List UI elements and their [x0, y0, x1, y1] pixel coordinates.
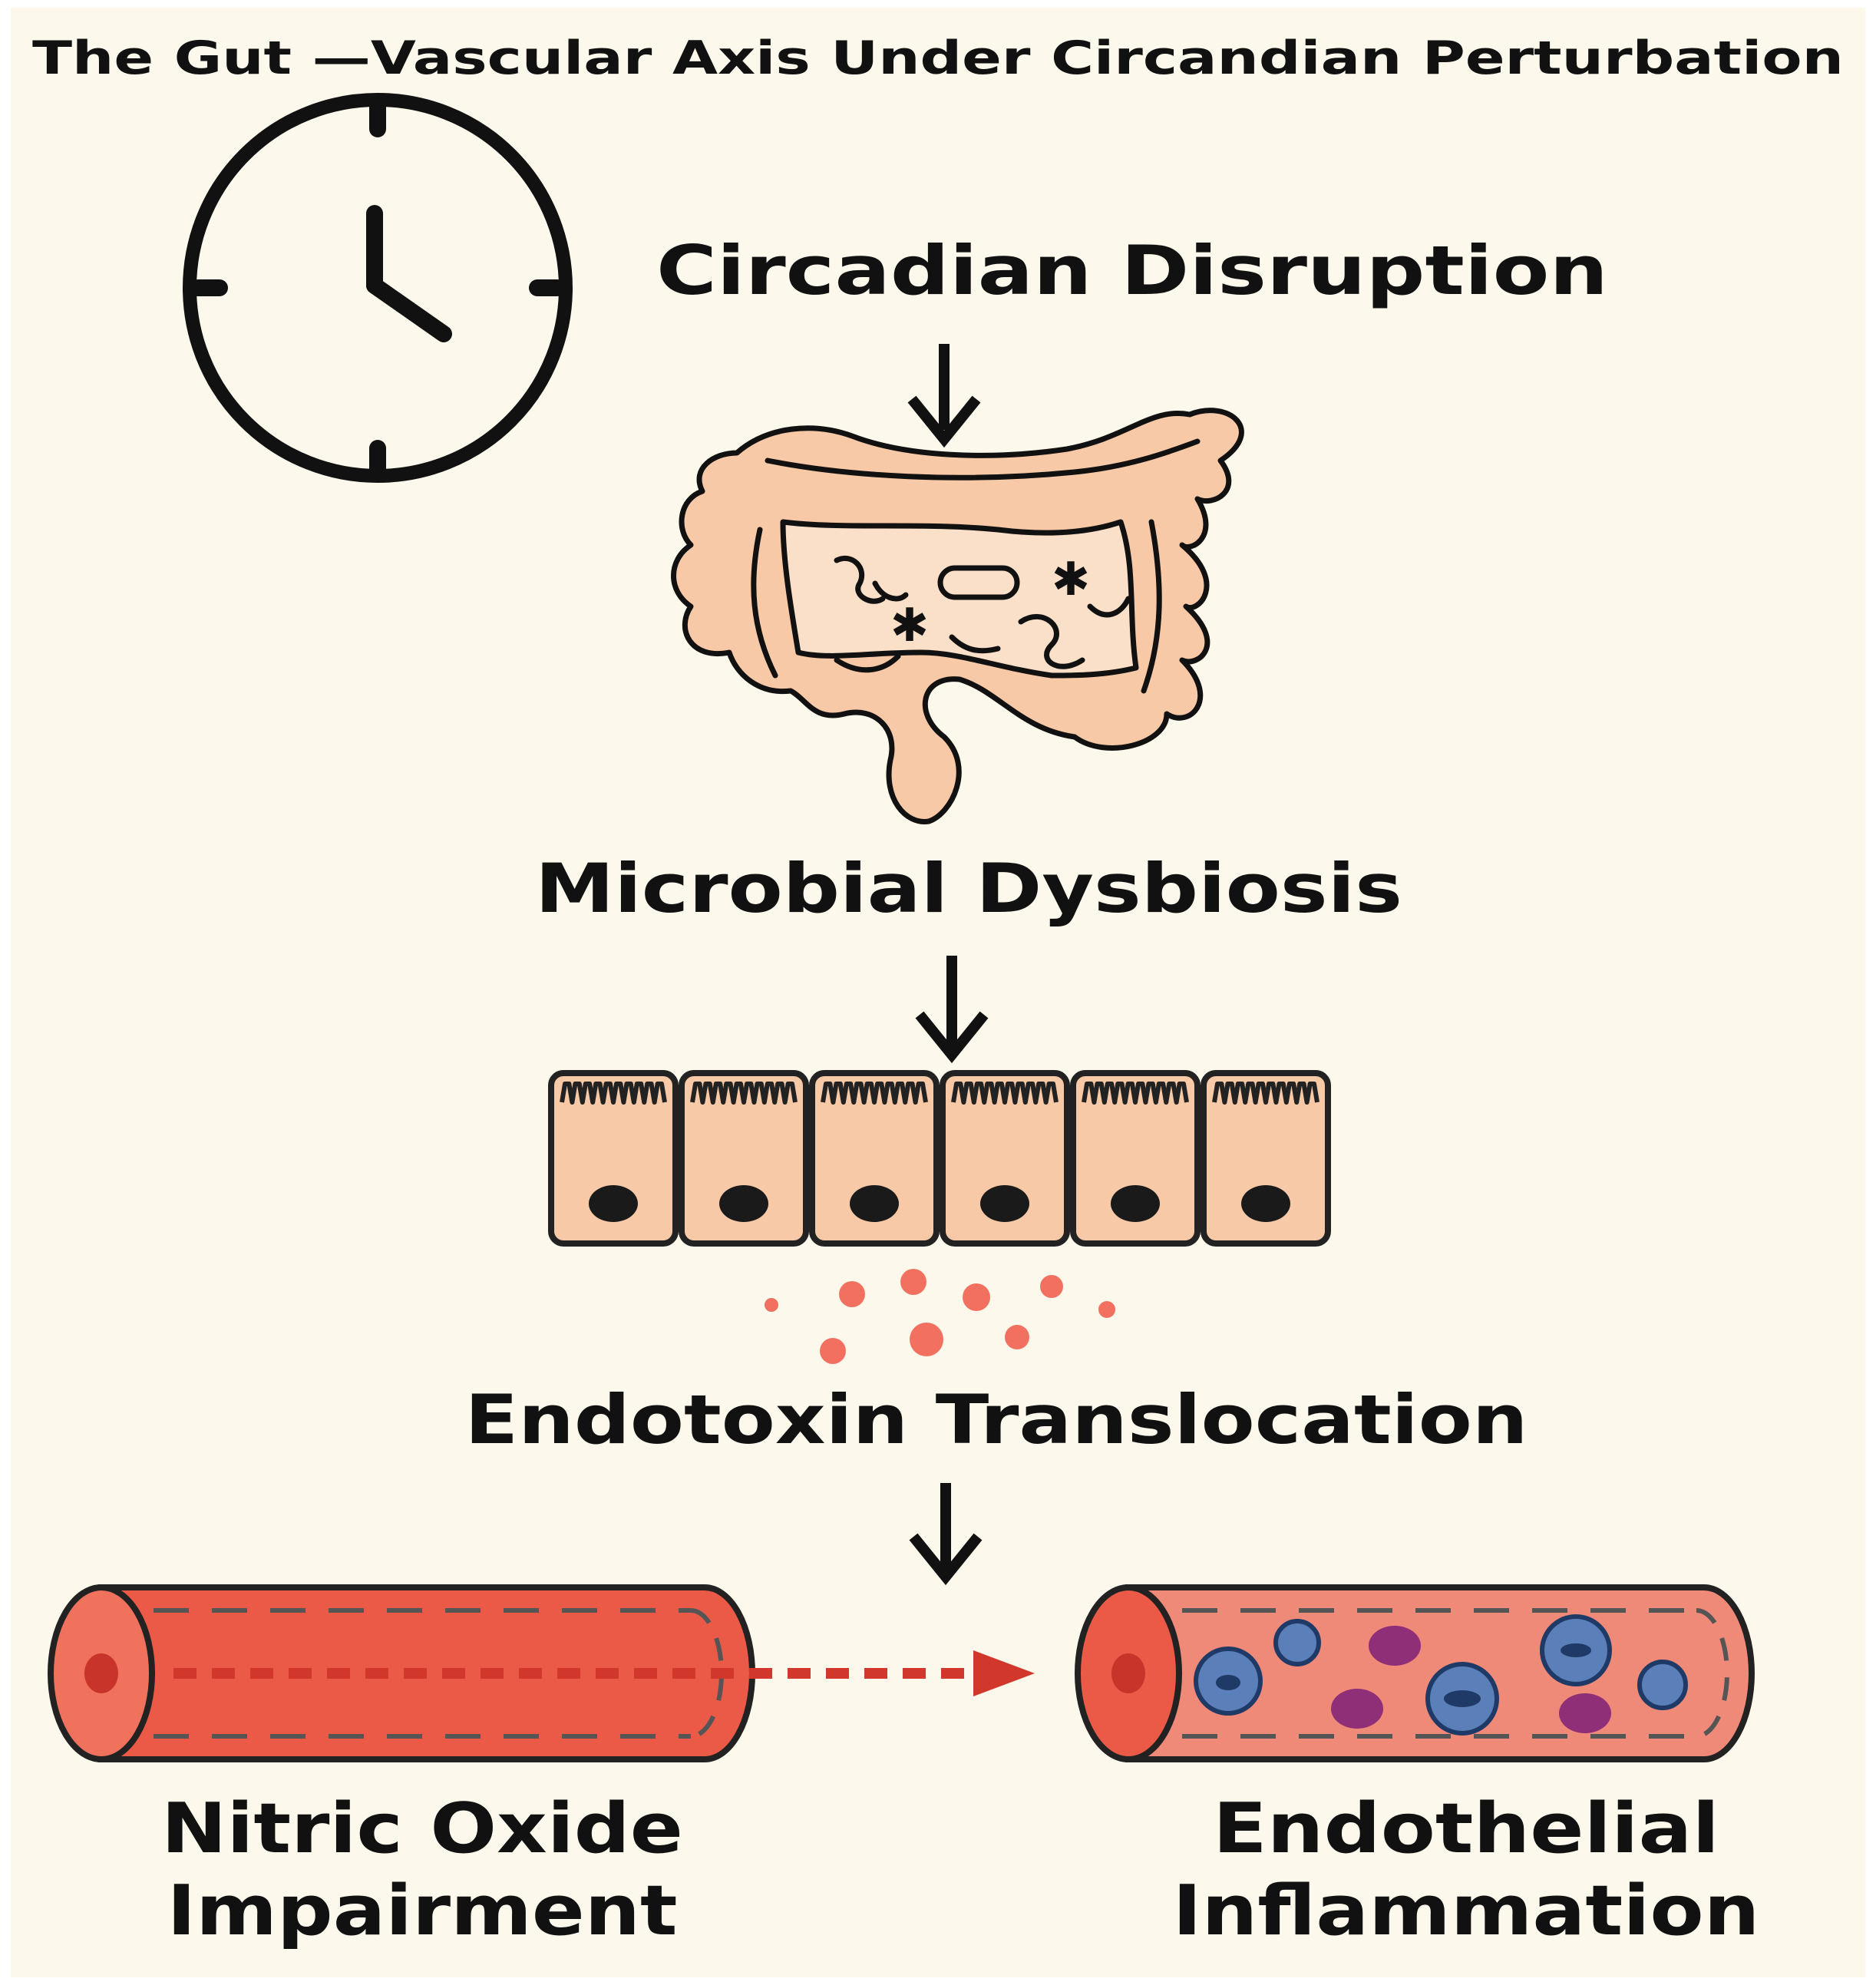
immune-cell: [1425, 1662, 1499, 1736]
outcome-endothelial-line2: Inflammation: [1173, 1871, 1760, 1951]
endotoxin-particle: [839, 1281, 865, 1307]
endotoxin-particle: [900, 1269, 926, 1295]
immune-cell: [1194, 1646, 1263, 1716]
clock-icon: [183, 93, 573, 483]
endotoxin-particle: [963, 1283, 990, 1311]
immune-cell: [1273, 1619, 1321, 1666]
endotoxin-particle: [820, 1338, 846, 1364]
arrow-down-icon: [909, 1483, 983, 1586]
inflamed-blood-vessel-icon: [1075, 1584, 1755, 1762]
svg-text:✱: ✱: [1052, 553, 1090, 606]
endotoxin-particle: [1098, 1301, 1115, 1318]
step-microbial-dysbiosis-label: Microbial Dysbiosis: [535, 849, 1402, 928]
epithelial-cell: [548, 1070, 679, 1247]
outcome-nitric-oxide-line2: Impairment: [167, 1871, 678, 1951]
purple-cell: [1331, 1689, 1383, 1729]
cell-nucleus: [719, 1185, 768, 1222]
endotoxin-particle: [1040, 1275, 1063, 1298]
endotoxin-particle: [765, 1298, 778, 1312]
dashed-arrow-icon: [173, 1650, 1035, 1696]
purple-cell: [1559, 1693, 1611, 1733]
endotoxin-particle: [1005, 1325, 1029, 1349]
immune-cell: [1540, 1614, 1612, 1686]
endotoxin-particles-icon: [765, 1269, 1115, 1364]
epithelial-cell: [1201, 1070, 1331, 1247]
epithelial-cell: [940, 1070, 1070, 1247]
outcome-endothelial-line1: Endothelial: [1213, 1788, 1719, 1869]
intestine-icon: ✱ ✱: [671, 408, 1244, 824]
endotoxin-particle: [910, 1323, 943, 1356]
epithelial-cell: [679, 1070, 809, 1247]
step-endotoxin-translocation-label: Endotoxin Translocation: [465, 1380, 1528, 1459]
diagram-title: The Gut —Vascular Axis Under Circandian …: [32, 31, 1844, 85]
arrow-down-icon: [915, 956, 989, 1064]
step-circadian-disruption-label: Circadian Disruption: [656, 231, 1608, 310]
cell-nucleus: [589, 1185, 638, 1222]
purple-cell: [1369, 1626, 1421, 1666]
epithelial-cell: [809, 1070, 940, 1247]
arrow-down-icon: [907, 344, 981, 448]
svg-text:✱: ✱: [890, 599, 929, 652]
immune-cell: [1637, 1660, 1688, 1710]
cell-nucleus: [1111, 1185, 1160, 1222]
cell-nucleus: [980, 1185, 1029, 1222]
cell-nucleus: [850, 1185, 899, 1222]
epithelial-cell: [1070, 1070, 1201, 1247]
cell-nucleus: [1241, 1185, 1290, 1222]
epithelial-cells-icon: [548, 1070, 1331, 1247]
outcome-nitric-oxide-line1: Nitric Oxide: [161, 1788, 683, 1869]
